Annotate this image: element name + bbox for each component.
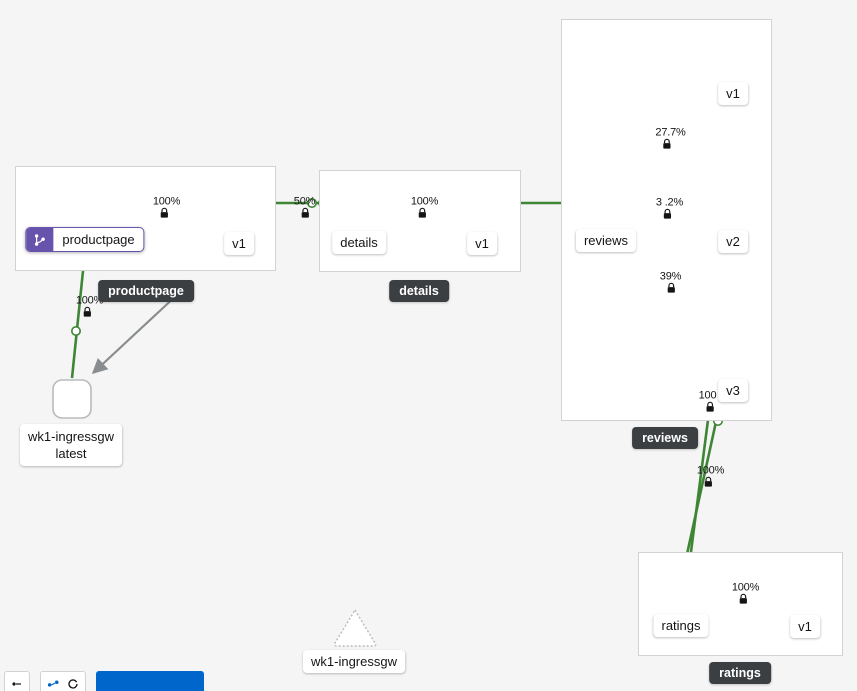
edge-label-ratings-v1[interactable]: 100% xyxy=(721,581,760,604)
edge-percent: 100 xyxy=(698,389,717,402)
node-label-ghost-ingressgw[interactable]: wk1-ingressgw xyxy=(303,650,405,673)
edge-percent: 100% xyxy=(696,464,725,477)
node-ghost-ingressgw[interactable] xyxy=(333,609,377,647)
lock-icon xyxy=(644,128,671,149)
node-label-reviews-v2[interactable]: v2 xyxy=(718,230,748,253)
node-label-ratings-v1[interactable]: v1 xyxy=(790,615,820,638)
edge-percent: 27.7% xyxy=(655,126,686,139)
edge-label-productpage-v1[interactable]: 100% xyxy=(142,195,181,218)
edge-percent: 100% xyxy=(152,195,181,208)
edge-label-ingressgw-productpage[interactable]: 100% xyxy=(65,294,104,317)
node-label-ingressgw[interactable]: wk1-ingressgw latest xyxy=(20,424,122,466)
edge-label-reviews-v1[interactable]: 27.7% xyxy=(644,126,686,149)
edge-percent: 39% xyxy=(659,270,682,283)
node-label-reviews-service[interactable]: reviews xyxy=(575,229,637,252)
edge-label-reviewsv3-ratings[interactable]: 100% xyxy=(686,464,725,487)
primary-action-button[interactable] xyxy=(96,671,204,691)
edge-label-reviewsv2-ratings[interactable]: 100 xyxy=(688,389,717,412)
edge-percent: 100% xyxy=(731,581,760,594)
refresh-icon xyxy=(67,678,79,691)
virtualservice-icon xyxy=(26,228,54,251)
group-tooltip-ratings: ratings xyxy=(709,662,771,684)
node-label-productpage-v1[interactable]: v1 xyxy=(224,232,254,255)
node-label-details-v1[interactable]: v1 xyxy=(467,232,497,255)
graph-type-chip[interactable] xyxy=(40,671,86,691)
lock-icon xyxy=(688,391,715,412)
edge-percent: 100% xyxy=(410,195,439,208)
edge-percent: 3 .2% xyxy=(655,196,684,209)
legend-chip[interactable] xyxy=(4,671,30,691)
edge-percent: 100% xyxy=(75,294,104,307)
lock-icon xyxy=(142,197,169,218)
edge-label-reviews-v2[interactable]: 3 .2% xyxy=(645,196,684,219)
group-box-ratings[interactable] xyxy=(638,552,843,656)
group-tooltip-productpage: productpage xyxy=(98,280,194,302)
bottom-toolbar[interactable] xyxy=(0,671,204,691)
group-tooltip-reviews: reviews xyxy=(632,427,698,449)
node-label-reviews-v3[interactable]: v3 xyxy=(718,379,748,402)
node-label-details-service[interactable]: details xyxy=(332,231,386,254)
node-ingressgw[interactable] xyxy=(52,379,92,419)
node-label-ratings-service[interactable]: ratings xyxy=(653,614,709,637)
lock-icon xyxy=(283,197,310,218)
group-box-details[interactable] xyxy=(319,170,521,272)
edge-label-productpagev1-details[interactable]: 50% xyxy=(283,195,316,218)
lock-icon xyxy=(65,296,92,317)
lock-icon xyxy=(649,272,676,293)
node-label-productpage-service[interactable]: productpage xyxy=(25,227,145,252)
topology-icon xyxy=(47,678,63,691)
lock-icon xyxy=(645,198,672,219)
node-label-productpage-text: productpage xyxy=(62,232,135,247)
lock-icon xyxy=(686,466,713,487)
edge-label-details-v1[interactable]: 100% xyxy=(400,195,439,218)
node-label-reviews-v1[interactable]: v1 xyxy=(718,82,748,105)
group-box-reviews[interactable] xyxy=(561,19,772,421)
edge-label-reviews-v3[interactable]: 39% xyxy=(649,270,682,293)
lock-icon xyxy=(721,583,748,604)
edge-percent: 50% xyxy=(293,195,316,208)
legend-icon xyxy=(11,678,23,691)
lock-icon xyxy=(400,197,427,218)
group-tooltip-details: details xyxy=(389,280,449,302)
